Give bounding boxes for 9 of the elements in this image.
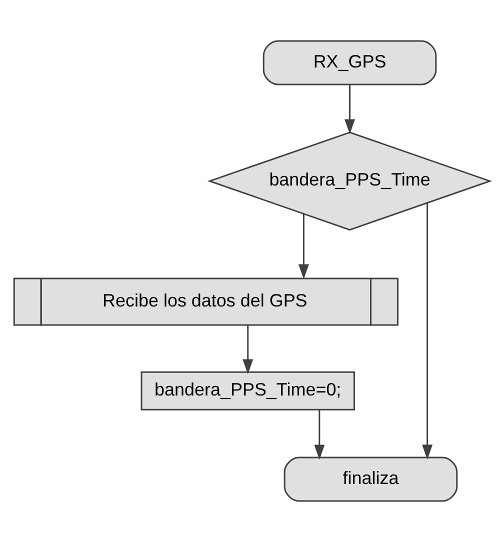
arrow: [242, 324, 254, 374]
node-box: RX_GPS: [262, 40, 437, 86]
node-diamond: bandera_PPS_Time: [207, 132, 492, 231]
arrow: [422, 203, 433, 460]
node-box: bandera_PPS_Time=0;: [140, 371, 356, 410]
arrow: [344, 84, 356, 134]
node-box: finaliza: [284, 456, 458, 502]
arrow: [314, 410, 325, 460]
arrow: [298, 214, 309, 280]
